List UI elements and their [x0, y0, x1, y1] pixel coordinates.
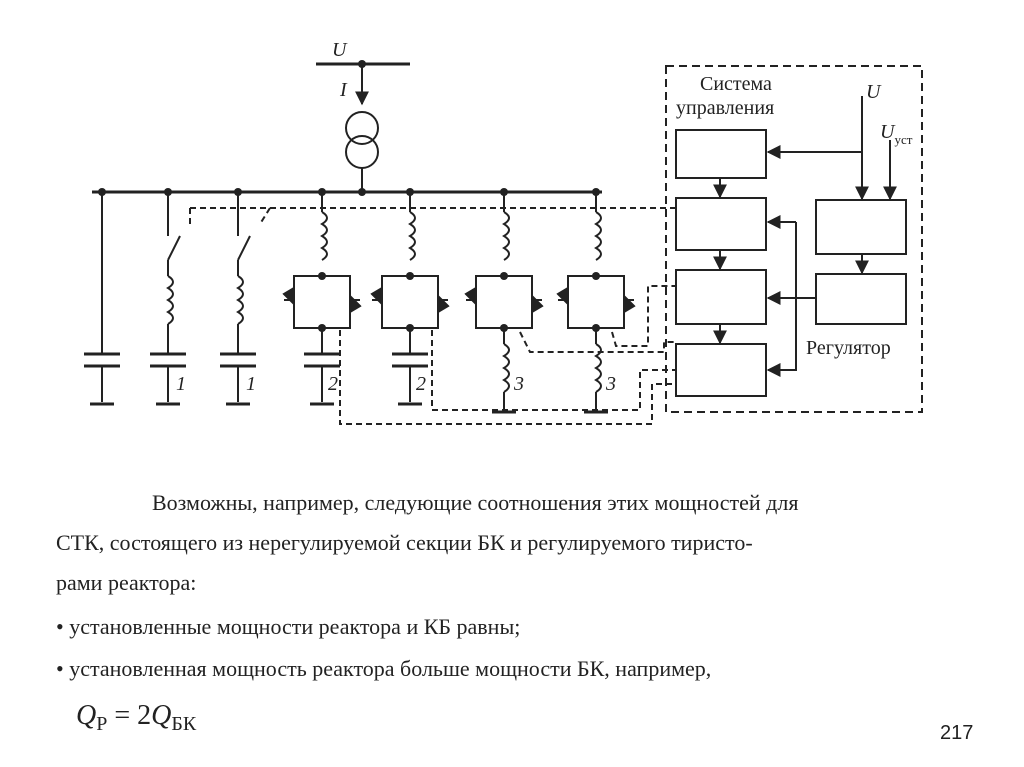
power-formula: QР = 2QБК [76, 700, 196, 736]
formula-lhs-sub: Р [96, 713, 108, 735]
transformer-symbol [345, 111, 379, 169]
branch-label-1b: 1 [246, 373, 256, 395]
control-wiring [189, 207, 676, 425]
switched-filter-branch-1 [150, 192, 186, 406]
control-system-frame [665, 65, 923, 413]
formula-equals: = 2 [107, 700, 152, 731]
paragraph-line-3: рами реактора: [56, 570, 197, 595]
formula-lhs-var: Q [76, 700, 97, 731]
page-number: 217 [940, 722, 974, 744]
branch-label-2a: 2 [328, 373, 338, 395]
voltage-label: U [332, 39, 348, 61]
control-system-title-2: управления [676, 97, 774, 119]
control-system-title-1: Система [700, 73, 772, 95]
bullet-1: • установленные мощности реактора и КБ р… [56, 614, 521, 639]
stk-circuit-diagram: U I [84, 39, 923, 425]
formula-rhs-sub: БК [171, 713, 197, 735]
bullet-2: • установленная мощность реактора больше… [56, 656, 712, 681]
branch-label-3a: 3 [513, 373, 524, 395]
branch-label-2b: 2 [416, 373, 426, 395]
current-label: I [339, 79, 348, 101]
switched-filter-branch-2 [220, 192, 256, 406]
thyristor-branches [282, 192, 636, 414]
branch-label-1a: 1 [176, 373, 186, 395]
capacitor-bank-branch [84, 192, 120, 406]
paragraph-line-1: Возможны, например, следующие соотношени… [152, 490, 799, 515]
formula-rhs-var: Q [151, 700, 172, 731]
input-uset-label: Uуст [880, 121, 913, 147]
regulator-label: Регулятор [806, 337, 891, 359]
branch-label-3b: 3 [605, 373, 616, 395]
input-u-label: U [866, 81, 882, 103]
paragraph-line-2: СТК, состоящего из нерегулируемой секции… [56, 530, 753, 555]
